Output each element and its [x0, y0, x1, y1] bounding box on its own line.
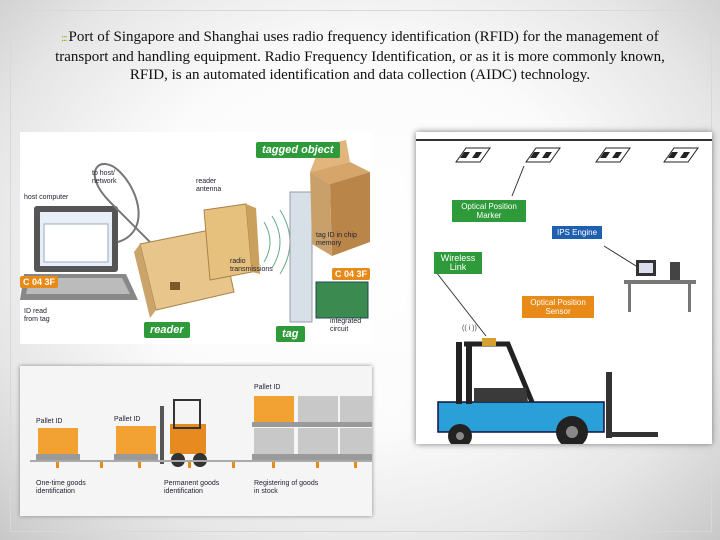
circuit-board [315, 281, 369, 319]
antenna-icon [203, 203, 260, 281]
pallet-id-label-2: Pallet ID [114, 416, 141, 423]
slide-body-text: Port of Singapore and Shanghai uses radi… [55, 29, 665, 83]
pallet-illustration [30, 396, 372, 468]
tagged-object-label: tagged object [256, 142, 340, 158]
optical-marker-icons [455, 147, 699, 163]
floor-line [30, 460, 372, 462]
forklift-icon [437, 338, 658, 444]
id-read-label: ID read from tag [24, 308, 50, 323]
chip-id-screen-label: C 04 3F [20, 276, 59, 288]
tag-strip [289, 191, 313, 323]
integrated-circuit-label: integrated circuit [330, 318, 362, 333]
forklift-positioning-diagram: (( i )) Optical Position Marker IPS Engi… [416, 132, 712, 444]
ips-engine-label: IPS Engine [552, 226, 602, 239]
pallet-box [114, 426, 158, 460]
reader-antenna-label: reader antenna [196, 178, 222, 193]
pallet-box [36, 428, 80, 460]
caption-permanent: Permanent goods identification [164, 480, 220, 495]
caption-registering: Registering of goods in stock [254, 480, 319, 495]
pallet-id-label-1: Pallet ID [36, 418, 63, 425]
connector-line [511, 165, 525, 197]
radio-wave [271, 215, 281, 269]
rfid-system-diagram: tagged object to host/ network host comp… [20, 132, 372, 344]
connector-line [435, 271, 487, 337]
pallet-id-label-3: Pallet ID [254, 384, 281, 391]
connector-line [603, 245, 637, 267]
radio-transmissions-label: radio transmissions [230, 258, 273, 273]
tag-label: tag [276, 326, 305, 342]
pallet-identification-diagram: Pallet ID Pallet ID Pallet ID One-time g… [20, 366, 372, 516]
slide-text: :::Port of Singapore and Shanghai uses r… [40, 28, 680, 84]
workstation-icon [624, 260, 696, 312]
optical-position-sensor-label: Optical Position Sensor [522, 296, 594, 318]
to-host-label: to host/ network [92, 170, 117, 185]
signal-icon: (( i )) [462, 325, 477, 332]
host-computer-label: host computer [24, 194, 69, 201]
forklift-icon [160, 399, 207, 467]
wireless-link-label: Wireless Link [434, 252, 482, 274]
chip-id-card-label: C 04 3F [332, 268, 371, 280]
optical-position-marker-label: Optical Position Marker [452, 200, 526, 222]
caption-one-time: One-time goods identification [36, 480, 86, 495]
forklift-positioning-illustration: (( i )) [416, 139, 712, 444]
tag-id-memory-label: tag ID in chip memory [316, 232, 357, 247]
rfid-markers [56, 462, 357, 468]
radio-wave [263, 221, 271, 263]
bullet-icon: ::: [61, 33, 67, 44]
storage-rack [252, 396, 372, 460]
reader-label: reader [144, 322, 190, 338]
